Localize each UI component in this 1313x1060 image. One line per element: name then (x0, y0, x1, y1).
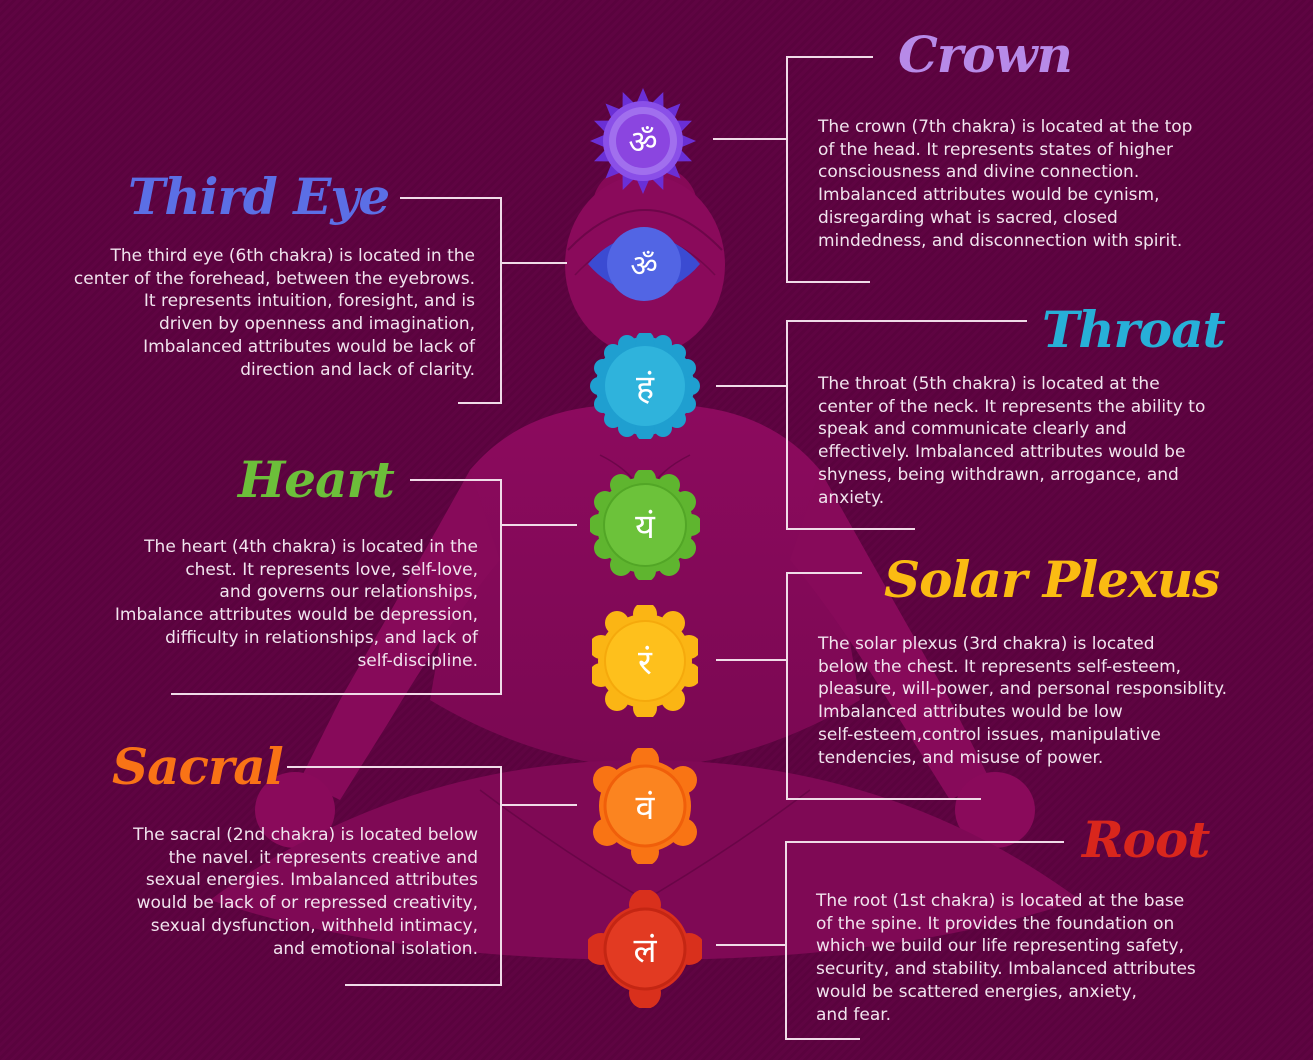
third-eye-chakra-icon: ॐ (588, 222, 700, 306)
throat-title: Throat (1042, 300, 1226, 359)
lam-symbol-icon: लं (633, 931, 657, 971)
yam-symbol-icon: यं (635, 507, 655, 547)
crown-description: The crown (7th chakra) is located at the… (818, 117, 1193, 251)
third-eye-description: The third eye (6th chakra) is located in… (73, 246, 475, 380)
crown-title: Crown (898, 25, 1073, 84)
sacral-description: The sacral (2nd chakra) is located below… (133, 825, 478, 959)
heart-chakra-icon: यं (588, 468, 702, 582)
root-chakra-icon: लं (585, 889, 705, 1009)
om-symbol-icon: ॐ (628, 122, 658, 161)
throat-description: The throat (5th chakra) is located at th… (818, 374, 1206, 508)
vam-symbol-icon: वं (635, 788, 655, 828)
ram-symbol-icon: रं (638, 643, 652, 683)
sacral-chakra-icon: वं (592, 746, 698, 866)
crown-chakra-icon: ॐ (590, 88, 696, 194)
solar-plexus-description: The solar plexus (3rd chakra) is located… (818, 634, 1228, 768)
throat-chakra-icon: हं (590, 331, 700, 441)
solar-plexus-chakra-icon: रं (589, 602, 701, 720)
solar-plexus-title: Solar Plexus (884, 550, 1220, 609)
heart-title: Heart (238, 450, 395, 509)
aum-symbol-icon: ॐ (630, 248, 658, 284)
root-title: Root (1082, 810, 1210, 869)
ham-symbol-icon: हं (635, 368, 655, 408)
root-description: The root (1st chakra) is located at the … (816, 891, 1196, 1025)
sacral-title: Sacral (112, 737, 284, 796)
heart-description: The heart (4th chakra) is located in the… (114, 537, 478, 671)
third-eye-title: Third Eye (128, 167, 390, 226)
